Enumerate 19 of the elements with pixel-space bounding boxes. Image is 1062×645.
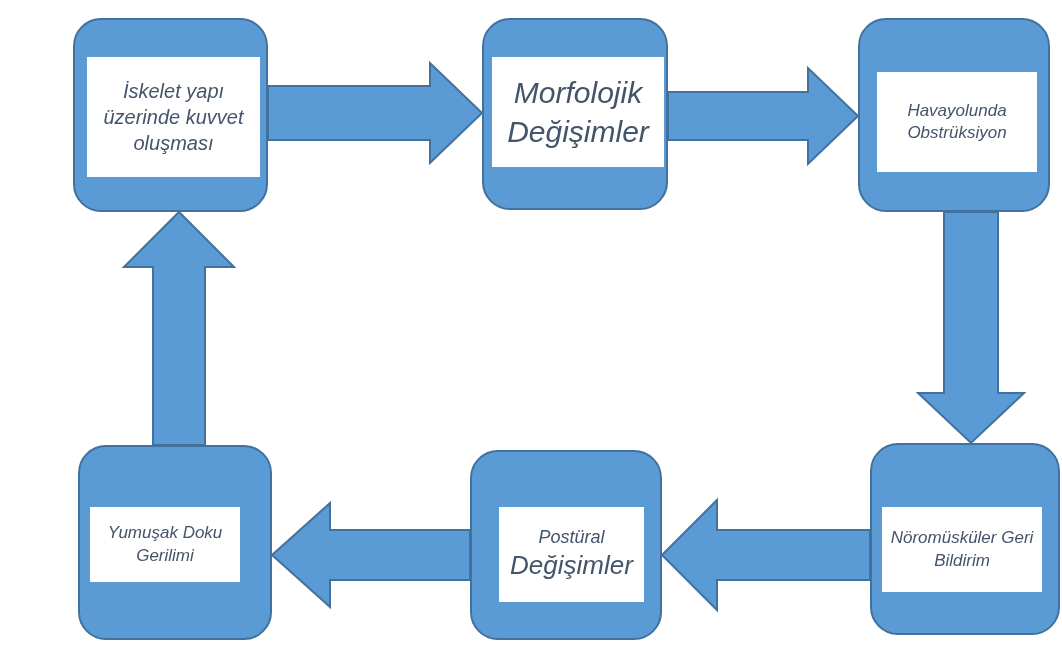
block-arrow bbox=[667, 65, 860, 167]
node-label: Yumuşak Doku Gerilimi bbox=[106, 522, 224, 567]
block-arrow bbox=[121, 210, 237, 446]
node-label: İskelet yapı üzerinde kuvvet oluşması bbox=[102, 79, 245, 156]
block-arrow bbox=[267, 60, 484, 166]
rounded-process-box bbox=[78, 445, 272, 640]
node-label: Değişimler bbox=[510, 549, 633, 583]
block-arrow bbox=[660, 497, 871, 613]
node-label: Postüral bbox=[538, 525, 605, 549]
rounded-process-box bbox=[470, 450, 662, 640]
node-label: Nöromüsküler Geri Bildirim bbox=[889, 527, 1035, 572]
rounded-process-box bbox=[482, 18, 668, 210]
block-arrow bbox=[915, 211, 1027, 445]
block-arrow bbox=[270, 500, 471, 610]
rounded-process-box bbox=[73, 18, 268, 212]
node-label: Havayolunda Obstrüksiyon bbox=[906, 99, 1008, 144]
rounded-process-box bbox=[870, 443, 1060, 635]
rounded-process-box bbox=[858, 18, 1050, 212]
node-label: Morfolojik Değişimler bbox=[506, 75, 651, 150]
